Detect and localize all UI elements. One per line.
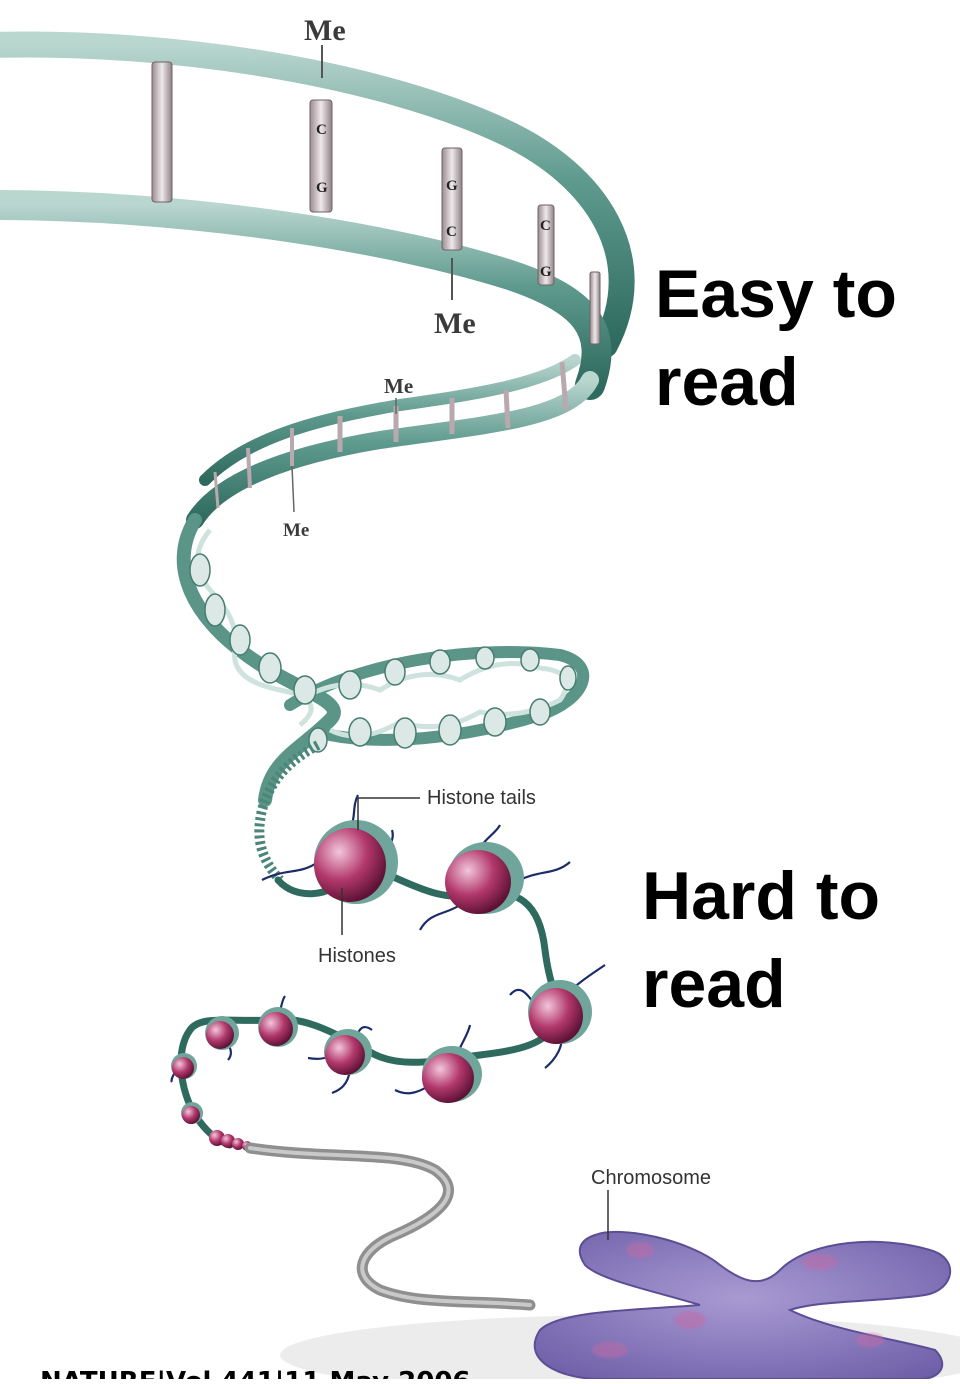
easy-line-1: Easy to [655,256,897,332]
solenoid-fiber [250,1148,530,1305]
base-pair-rung [590,272,600,344]
base-letter: G [446,178,458,194]
chromatin-fiber: Histone tails Histones [171,787,605,1151]
methyl-tag: Me [283,520,309,541]
source-citation: NATURE|Vol 441|11 May 2006 [40,1367,471,1379]
nucleosome [182,1106,200,1124]
nucleosome [529,988,583,1044]
methyl-tag: Me [434,307,476,340]
methyl-tag: Me [304,14,346,47]
methyl-tag: Me [384,374,413,398]
hard-line-1: Hard to [642,858,880,934]
chromosome-label: Chromosome [591,1167,711,1189]
histone-tails-label: Histone tails [427,787,536,809]
nucleosome [422,1053,474,1103]
hard-to-read-label: Hard to read [642,852,880,1028]
base-letter: G [316,180,328,196]
easy-line-2: read [655,344,799,420]
base-letter: C [540,218,551,234]
base-pair-rung [152,62,172,202]
nucleosome [325,1035,365,1075]
chromosome: Chromosome [280,1167,960,1379]
histones-label: Histones [318,945,396,967]
chromosome-arm [535,1232,950,1379]
hard-line-2: read [642,946,786,1022]
base-letter: C [316,122,327,138]
dna-ladder-middle: Me Me [195,360,590,541]
base-pair-rung [248,448,250,488]
base-letter: G [540,264,552,280]
solenoid-highlight [250,1148,530,1305]
dna-strand-bottom [0,205,597,385]
nucleosome [172,1057,194,1079]
condensed-fiber [250,1148,530,1305]
nucleosome-set [171,820,592,1151]
nucleosome [314,828,386,902]
base-pair-rung [506,390,508,428]
methyl-pointer [292,466,294,512]
easy-to-read-label: Easy to read [655,250,897,426]
double-helix [184,520,583,880]
dna-ladder-upper: C G G C C G Me Me [0,14,622,385]
nucleosome [445,850,511,914]
nucleosome [232,1138,244,1150]
nucleosome [206,1021,234,1049]
base-letter: C [446,224,457,240]
nucleosome [259,1012,293,1046]
